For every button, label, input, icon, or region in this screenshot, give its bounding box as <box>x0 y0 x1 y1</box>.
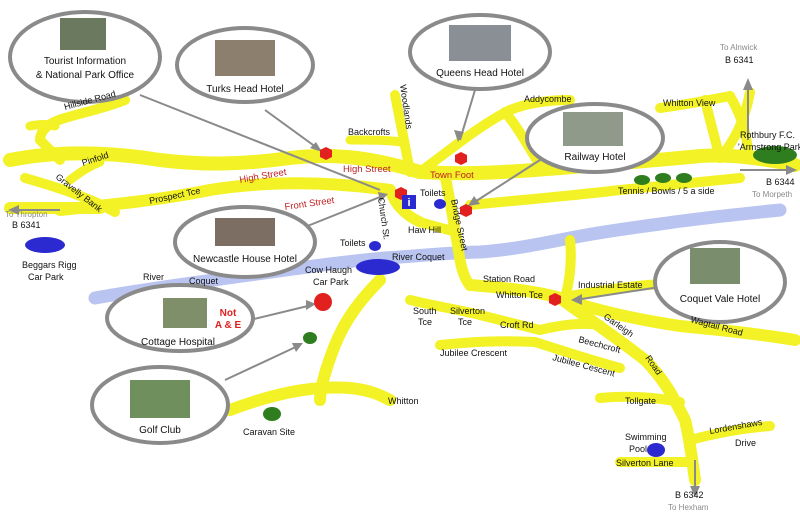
label-river-coquet-2b: Coquet <box>189 276 219 286</box>
label-prospect-tce: Prospect Tce <box>148 185 201 206</box>
label-jubilee-crescent: Jubilee Crescent <box>440 348 508 358</box>
label-haw-hill: Haw Hill <box>408 225 441 235</box>
cottage-hospital-photo <box>163 298 207 328</box>
blue-markers <box>25 199 665 457</box>
callout-tourist-info: Tourist Information & National Park Offi… <box>8 10 162 104</box>
label-to-thropton: To Thropton <box>5 210 48 219</box>
queens-head-marker <box>455 152 467 165</box>
callout-coquet-vale: Coquet Vale Hotel <box>653 240 787 324</box>
label-cow-haugh-2: Car Park <box>313 277 349 287</box>
info-icon-letter: i <box>407 197 410 209</box>
queens-head-label: Queens Head Hotel <box>436 68 524 79</box>
label-front-street: Front Street <box>284 195 336 213</box>
label-river-coquet-2a: River <box>143 272 164 282</box>
label-station-road: Station Road <box>483 274 535 284</box>
label-rothbury-fc-2: 'Armstrong Park' <box>738 142 800 152</box>
label-to-hexham: To Hexham <box>668 503 709 512</box>
callout-arrows <box>8 78 797 497</box>
callout-golf-club: Golf Club <box>90 365 230 445</box>
info-point: i <box>402 195 416 209</box>
label-b6344: B 6344 <box>766 177 795 187</box>
newcastle-house-photo <box>215 218 275 246</box>
label-to-alnwick: To Alnwick <box>720 43 758 52</box>
place-labels: Toilets Toilets River Coquet River Coque… <box>22 130 800 454</box>
label-whitton-view: Whitton View <box>663 98 716 108</box>
callout-cottage-hospital: Not A & E Cottage Hospital <box>105 283 255 353</box>
cottage-hospital-label: Cottage Hospital <box>141 337 215 348</box>
label-tennis: Tennis / Bowls / 5 a side <box>618 186 715 196</box>
not-ae-line2: A & E <box>215 320 242 331</box>
label-river-coquet-1: River Coquet <box>392 252 445 262</box>
tennis-court-2 <box>655 173 671 183</box>
golf-club-photo <box>130 380 190 418</box>
callout-railway: Railway Hotel <box>525 102 665 174</box>
turks-head-marker <box>320 147 332 160</box>
label-to-morpeth: To Morpeth <box>752 190 792 199</box>
label-b6341-ne: B 6341 <box>725 55 754 65</box>
rothbury-fc-field <box>753 146 797 164</box>
label-swimming-pool-1: Swimming <box>625 432 667 442</box>
coquet-vale-label: Coquet Vale Hotel <box>680 294 760 305</box>
cottage-hospital-marker <box>314 293 332 311</box>
golf-marker <box>303 332 317 344</box>
label-beggars-rigg-1: Beggars Rigg <box>22 260 77 270</box>
label-lordenshaws-drive-2: Drive <box>735 438 756 448</box>
label-silverton-lane: Silverton Lane <box>616 458 674 468</box>
tourist-info-photo <box>60 18 106 50</box>
info-icon <box>402 195 416 209</box>
label-tollgate: Tollgate <box>625 396 656 406</box>
swimming-pool-marker <box>647 443 665 457</box>
callout-turks-head: Turks Head Hotel <box>175 26 315 104</box>
label-addycombe: Addycombe <box>524 94 572 104</box>
label-high-street-2: High Street <box>343 164 391 175</box>
tennis-court-1 <box>634 175 650 185</box>
label-toilets-1: Toilets <box>420 188 446 198</box>
label-swimming-pool-2: Pool <box>629 444 647 454</box>
green-areas <box>263 146 797 421</box>
label-south-tce-1: South <box>413 306 437 316</box>
label-whitton-tce: Whitton Tce <box>496 290 543 300</box>
tourist-info-label-1: Tourist Information <box>44 56 126 67</box>
label-silverton-tce-1: Silverton <box>450 306 485 316</box>
queens-head-photo <box>449 25 511 61</box>
label-town-foot: Town Foot <box>430 170 474 181</box>
tourist-info-label-2: & National Park Office <box>36 70 135 81</box>
label-rothbury-fc-1: Rothbury F.C. <box>740 130 795 140</box>
not-ae-line1: Not <box>220 308 237 319</box>
turks-head-photo <box>215 40 275 76</box>
newcastle-house-label: Newcastle House Hotel <box>193 254 297 265</box>
railway-photo <box>563 112 623 146</box>
label-croft-rd: Croft Rd <box>500 320 534 330</box>
callout-newcastle-house: Newcastle House Hotel <box>173 205 317 279</box>
label-industrial-estate: Industrial Estate <box>578 280 643 290</box>
label-b6342: B 6342 <box>675 490 704 500</box>
label-beggars-rigg-2: Car Park <box>28 272 64 282</box>
railway-label: Railway Hotel <box>564 152 625 163</box>
label-whitton: Whitton <box>388 396 419 406</box>
label-cow-haugh-1: Cow Haugh <box>305 265 352 275</box>
label-backcrofts: Backcrofts <box>348 127 391 137</box>
caravan-site-marker <box>263 407 281 421</box>
route-labels: To Alnwick B 6341 To Thropton B 6341 B 6… <box>5 43 795 512</box>
beggars-rigg-car-park-marker <box>25 237 65 253</box>
golf-club-label: Golf Club <box>139 425 181 436</box>
cow-haugh-car-park-marker <box>356 259 400 275</box>
turks-head-label: Turks Head Hotel <box>206 84 283 95</box>
coquet-vale-marker <box>549 293 561 306</box>
label-b6341-w: B 6341 <box>12 220 41 230</box>
label-toilets-2: Toilets <box>340 238 366 248</box>
tennis-court-3 <box>676 173 692 183</box>
coquet-vale-photo <box>690 248 740 284</box>
callout-queens-head: Queens Head Hotel <box>408 13 552 91</box>
toilets-marker-1 <box>434 199 446 209</box>
label-church-st: Church St. <box>376 197 392 241</box>
label-silverton-tce-2: Tce <box>458 317 472 327</box>
label-caravan-site: Caravan Site <box>243 427 295 437</box>
label-south-tce-2: Tce <box>418 317 432 327</box>
toilets-marker-2 <box>369 241 381 251</box>
railway-hotel-marker <box>460 204 472 217</box>
